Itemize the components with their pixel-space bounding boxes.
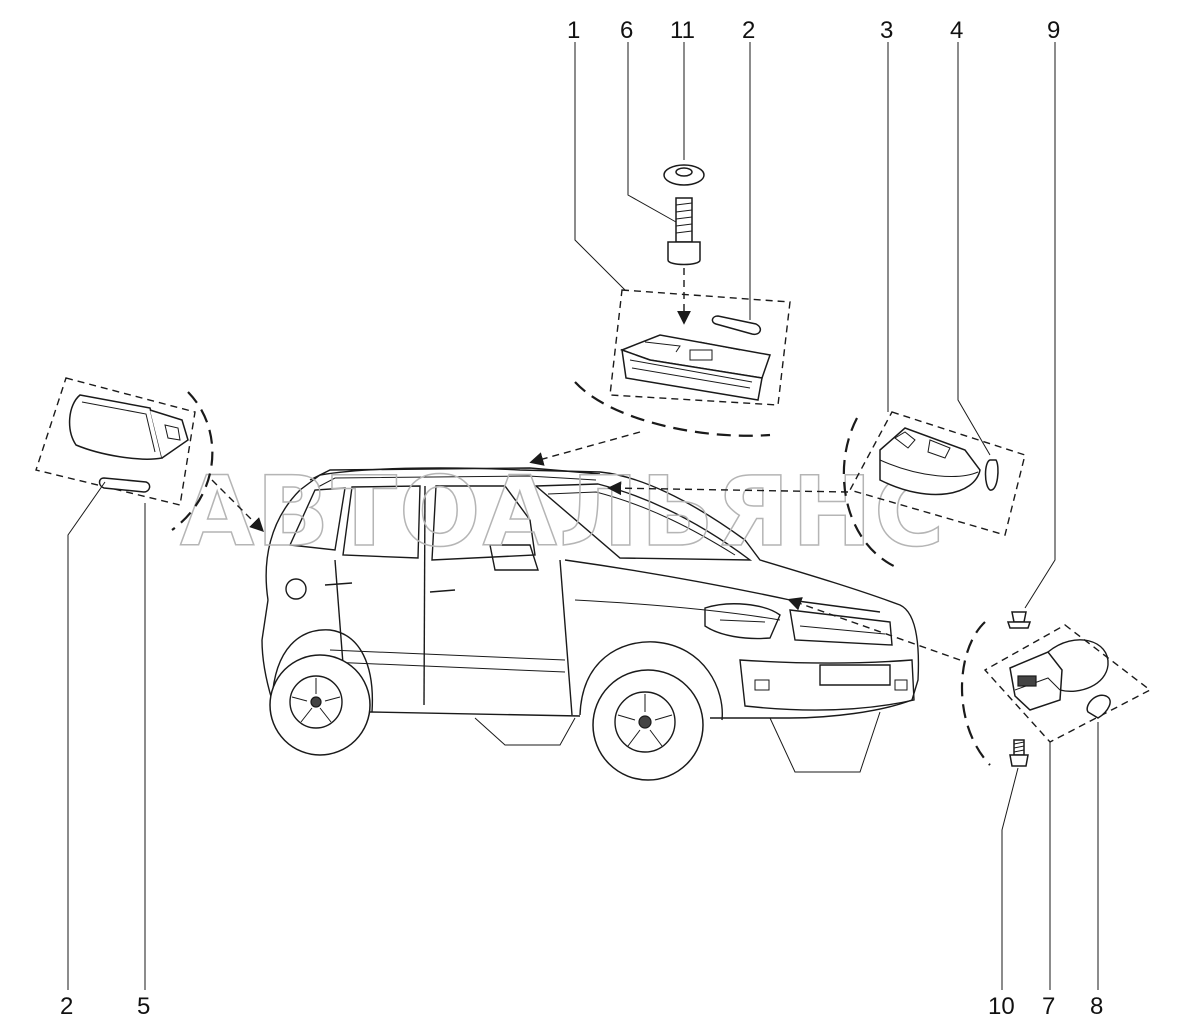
callout-4: 4 [950, 17, 963, 44]
callout-2-bottom: 2 [60, 993, 73, 1020]
callout-labels: 1 6 11 2 3 4 9 2 5 10 7 8 [60, 17, 1103, 1020]
callout-1: 1 [567, 17, 580, 44]
watermark-text: АВТОАЛЬЯНС [180, 456, 946, 568]
callout-5: 5 [137, 993, 150, 1020]
callout-7: 7 [1042, 993, 1055, 1020]
callout-11: 11 [670, 17, 695, 44]
callout-3: 3 [880, 17, 893, 44]
door-lamp-group [35, 377, 214, 531]
callout-8: 8 [1090, 993, 1103, 1020]
underhood-lamp-group [960, 611, 1152, 767]
leader-lines [67, 42, 1099, 990]
callout-9: 9 [1047, 17, 1060, 44]
vehicle-drawing [261, 467, 920, 781]
dome-lamp-group [574, 164, 791, 437]
callout-2-top: 2 [742, 17, 755, 44]
callout-6: 6 [620, 17, 633, 44]
assembly-arrows [211, 431, 961, 661]
callout-10: 10 [988, 993, 1015, 1020]
map-lamp-group [842, 411, 1026, 570]
